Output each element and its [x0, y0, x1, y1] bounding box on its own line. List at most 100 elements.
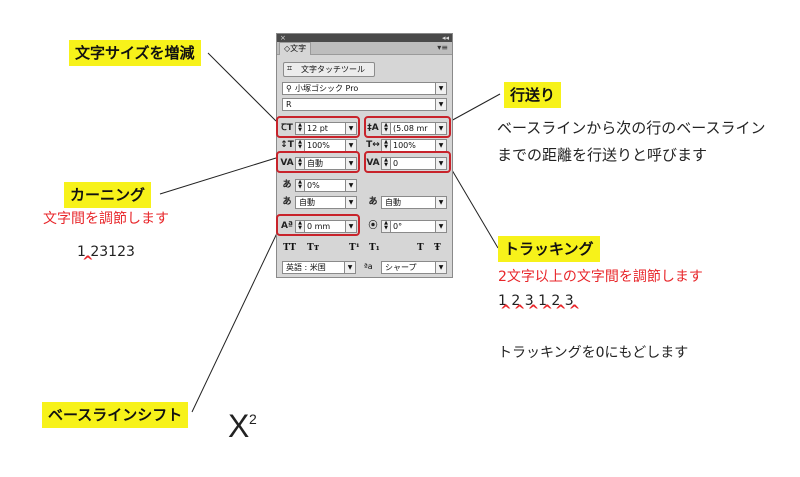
- tsume-icon: あ: [282, 180, 292, 190]
- aki-left-icon: あ: [282, 197, 292, 207]
- chevron-down-icon: ▼: [345, 221, 356, 232]
- small-caps-button[interactable]: Tт: [307, 243, 320, 253]
- superscript-button[interactable]: T¹: [349, 243, 360, 253]
- tracking-reset: トラッキングを0にもどします: [498, 345, 689, 361]
- leading-value: (5.08 mr: [393, 124, 428, 133]
- kerning-desc: 文字間を調節します: [43, 211, 169, 227]
- stepper-icon[interactable]: ▲▼: [296, 180, 305, 191]
- label-kerning: カーニング: [64, 182, 152, 208]
- tracking-value: 0: [393, 159, 399, 168]
- strikethrough-button[interactable]: Ŧ: [434, 243, 441, 253]
- highlight-baseline-shift: [276, 214, 360, 236]
- antialias-select[interactable]: シャープ ▼: [381, 261, 447, 274]
- antialias-value: シャープ: [385, 263, 417, 272]
- collapse-icon[interactable]: ◂◂: [441, 34, 449, 42]
- aki-right-icon: あ: [368, 197, 378, 207]
- leading-icon: ‡A: [367, 123, 379, 133]
- line-tracking: [448, 164, 499, 249]
- panel-titlebar[interactable]: × ◂◂: [277, 34, 452, 42]
- font-family-value: 小塚ゴシック Pro: [295, 84, 359, 93]
- label-tracking: トラッキング: [498, 236, 600, 262]
- font-size-icon: ꞆT: [281, 123, 293, 133]
- chevron-down-icon: ▼: [435, 158, 446, 169]
- label-baseline-shift: ベースラインシフト: [42, 402, 189, 428]
- stepper-icon[interactable]: ▲▼: [296, 123, 305, 134]
- baseline-shift-value: 0 mm: [307, 222, 331, 231]
- horizontal-scale-icon: T↔: [366, 140, 380, 150]
- kerning-value: 自動: [307, 159, 323, 168]
- font-size-value: 12 pt: [307, 124, 328, 133]
- rotation-field[interactable]: ▲▼ 0° ▼: [381, 220, 447, 233]
- font-family-select[interactable]: ⚲ 小塚ゴシック Pro ▼: [282, 82, 447, 95]
- aki-left-select[interactable]: 自動 ▼: [295, 196, 357, 209]
- aki-left-value: 自動: [299, 198, 315, 207]
- touch-type-label: 文字タッチツール: [301, 65, 365, 74]
- kerning-icon: VA: [280, 158, 294, 168]
- line-leading: [448, 93, 501, 123]
- touch-type-button[interactable]: ⌗ 文字タッチツール: [283, 62, 375, 77]
- label-leading: 行送り: [504, 82, 562, 108]
- panel-tabrow: ◇文字 ▾≡: [277, 42, 452, 55]
- chevron-down-icon: ▼: [345, 123, 356, 134]
- panel-menu-icon[interactable]: ▾≡: [437, 43, 448, 52]
- chevron-down-icon: ▼: [345, 140, 356, 151]
- font-size-field[interactable]: ▲▼ 12 pt ▼: [295, 122, 357, 135]
- chevron-down-icon: ▼: [435, 83, 446, 94]
- highlight-leading: [364, 116, 451, 138]
- font-style-select[interactable]: R ▼: [282, 98, 447, 111]
- tracking-desc: 2文字以上の文字間を調節します: [498, 269, 703, 285]
- aki-right-select[interactable]: 自動 ▼: [381, 196, 447, 209]
- leading-desc-line1: ベースラインから次の行のベースライン: [497, 119, 766, 137]
- chevron-down-icon: ▼: [345, 197, 356, 208]
- stepper-icon[interactable]: ▲▼: [382, 158, 391, 169]
- chevron-down-icon: ▼: [345, 180, 356, 191]
- stepper-icon[interactable]: ▲▼: [296, 221, 305, 232]
- chevron-down-icon: ▼: [435, 197, 446, 208]
- tracking-carets: ^^^^^^: [500, 303, 583, 319]
- highlight-font-size: [276, 116, 360, 138]
- horizontal-scale-value: 100%: [393, 141, 416, 150]
- language-value: 英語 : 米国: [286, 263, 326, 272]
- close-icon[interactable]: ×: [280, 34, 286, 42]
- highlight-kerning: [276, 151, 360, 173]
- rotation-icon: ⦿: [368, 221, 378, 231]
- vertical-scale-value: 100%: [307, 141, 330, 150]
- leading-field[interactable]: ▲▼ (5.08 mr ▼: [381, 122, 447, 135]
- search-icon: ⚲: [286, 84, 292, 93]
- stepper-icon[interactable]: ▲▼: [382, 221, 391, 232]
- chevron-down-icon: ▼: [435, 221, 446, 232]
- aki-right-value: 自動: [385, 198, 401, 207]
- stepper-icon[interactable]: ▲▼: [382, 140, 391, 151]
- font-style-value: R: [286, 100, 292, 109]
- kerning-example: 1 23123: [77, 244, 135, 260]
- chevron-down-icon: ▼: [344, 262, 355, 273]
- stepper-icon[interactable]: ▲▼: [382, 123, 391, 134]
- tracking-example: 1 2 3 1 2 3: [498, 293, 574, 309]
- tab-character[interactable]: ◇文字: [279, 42, 312, 55]
- chevron-down-icon: ▼: [435, 99, 446, 110]
- superscript-two: 2: [249, 411, 257, 427]
- all-caps-button[interactable]: TT: [283, 243, 297, 253]
- chevron-down-icon: ▼: [345, 158, 356, 169]
- rotation-value: 0°: [393, 222, 403, 231]
- tracking-field[interactable]: ▲▼ 0 ▼: [381, 157, 447, 170]
- language-select[interactable]: 英語 : 米国 ▼: [282, 261, 356, 274]
- vertical-scale-icon: ↕T: [280, 140, 294, 150]
- baseline-shift-icon: Aª: [280, 221, 294, 231]
- antialias-icon: ªa: [364, 262, 373, 271]
- line-kerning: [159, 157, 277, 195]
- underline-button[interactable]: T: [417, 243, 424, 253]
- chevron-down-icon: ▼: [435, 123, 446, 134]
- baseline-shift-field[interactable]: ▲▼ 0 mm ▼: [295, 220, 357, 233]
- kerning-field[interactable]: ▲▼ 自動 ▼: [295, 157, 357, 170]
- label-font-size: 文字サイズを増減: [69, 40, 201, 66]
- leading-desc-line2: までの距離を行送りと呼びます: [497, 146, 708, 164]
- tsume-field[interactable]: ▲▼ 0% ▼: [295, 179, 357, 192]
- chevron-down-icon: ▼: [435, 262, 446, 273]
- tsume-value: 0%: [307, 181, 320, 190]
- stepper-icon[interactable]: ▲▼: [296, 140, 305, 151]
- kerning-caret: ^: [82, 254, 94, 270]
- subscript-button[interactable]: T₁: [369, 243, 380, 253]
- stepper-icon[interactable]: ▲▼: [296, 158, 305, 169]
- superscript-x: X: [228, 408, 250, 444]
